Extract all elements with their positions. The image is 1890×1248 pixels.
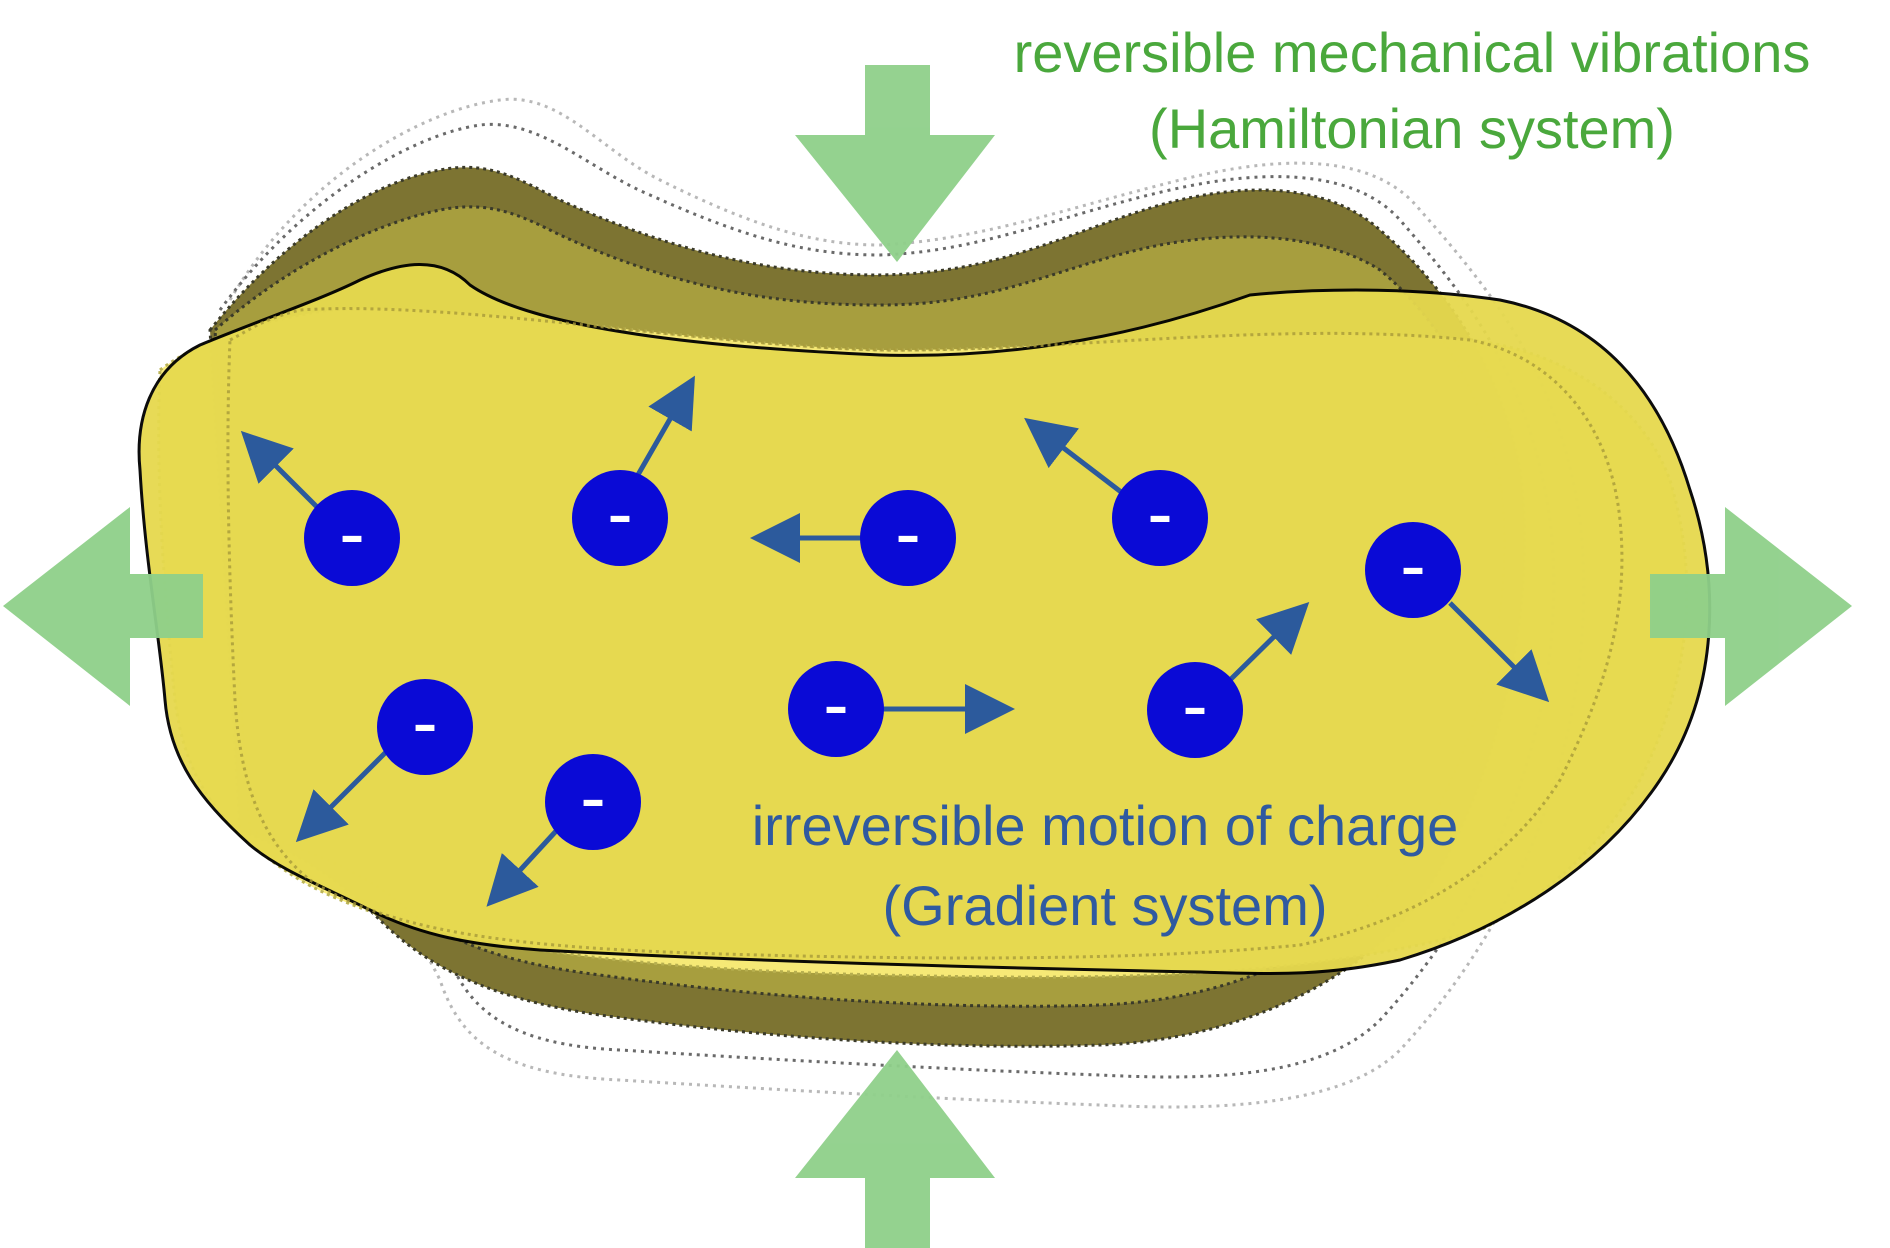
- charge: –: [1112, 470, 1208, 566]
- force-arrow-top: [795, 65, 995, 262]
- velocity-arrow: [1024, 417, 1127, 497]
- velocity-arrow: [632, 375, 695, 482]
- hamiltonian-label-line2: (Hamiltonian system): [1149, 97, 1675, 160]
- hamiltonian-label-line1: reversible mechanical vibrations: [1014, 21, 1811, 84]
- charge: –: [860, 490, 956, 586]
- charge: –: [788, 661, 884, 757]
- ghost-outline-outer: [228, 97, 1586, 1109]
- minus-sign: –: [1148, 488, 1172, 544]
- force-arrow-left: [3, 507, 203, 706]
- charge: –: [1365, 522, 1461, 618]
- minus-sign: –: [608, 488, 632, 544]
- minus-sign: –: [413, 697, 437, 753]
- gradient-label-line1: irreversible motion of charge: [752, 794, 1459, 857]
- charge: –: [545, 754, 641, 850]
- minus-sign: –: [340, 508, 364, 564]
- minus-sign: –: [581, 772, 605, 828]
- gradient-label-line2: (Gradient system): [883, 874, 1328, 937]
- charge: –: [377, 679, 473, 775]
- minus-sign: –: [1401, 540, 1425, 596]
- charge: –: [304, 490, 400, 586]
- charge: –: [1147, 662, 1243, 758]
- charge: –: [572, 470, 668, 566]
- velocity-arrow: [486, 828, 559, 907]
- minus-sign: –: [824, 679, 848, 735]
- force-arrow-right: [1650, 507, 1852, 706]
- ghost-outline-inner: [218, 122, 1556, 1079]
- force-arrow-bottom: [795, 1050, 995, 1248]
- velocity-arrow: [1448, 601, 1550, 703]
- velocity-arrow: [295, 741, 397, 843]
- body-main: [137, 263, 1712, 976]
- body-inner-dotted: [226, 307, 1624, 960]
- velocity-arrow: [1228, 601, 1310, 682]
- minus-sign: –: [1183, 680, 1207, 736]
- minus-sign: –: [896, 508, 920, 564]
- velocity-arrow: [240, 430, 327, 517]
